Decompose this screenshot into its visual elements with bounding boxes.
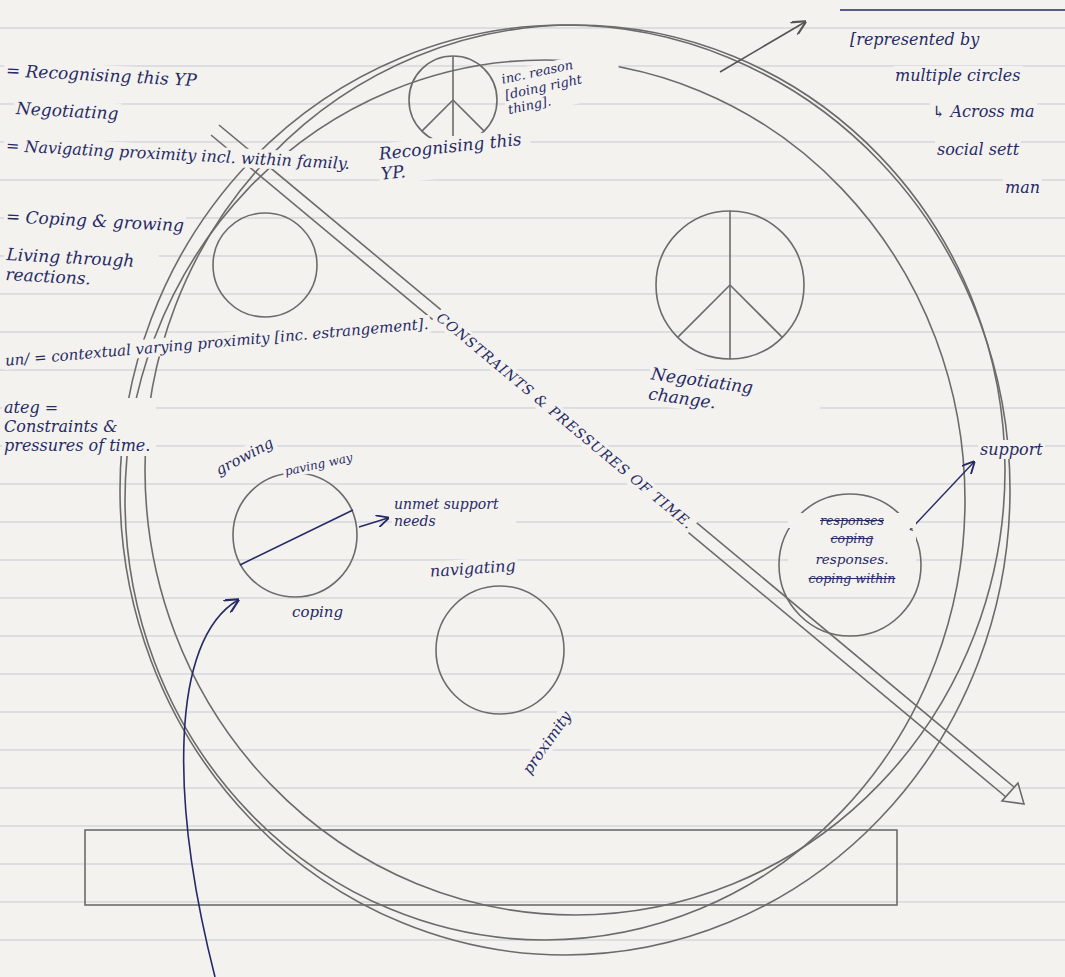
circle-outline: [436, 586, 564, 714]
note: un/ = contextual varying proximity [inc.…: [2, 315, 431, 370]
node-text: Negotiating change.: [645, 363, 823, 428]
side-note: man: [1003, 178, 1042, 197]
circle-outline: [232, 472, 358, 598]
empty-circle: [213, 213, 317, 317]
heading-underline: [840, 9, 1065, 11]
circle-outline: [408, 55, 498, 145]
theme-circle: responses coping responses. coping within: [778, 493, 922, 637]
note: = Coping & growing: [3, 206, 186, 236]
paper-ruling: [0, 28, 1065, 940]
theme-circle: navigatingproximity: [435, 585, 565, 715]
theme-circle: Recognising this YP.inc. reason [doing r…: [408, 55, 498, 145]
divider-line: [240, 510, 353, 565]
circle-outline: [655, 210, 805, 360]
note: Negotiating: [13, 98, 120, 124]
node-text: responses: [788, 513, 916, 528]
node-text: coping: [290, 603, 345, 621]
node-text: Recognising this YP.: [376, 128, 533, 185]
time-arrow: [211, 125, 1024, 804]
node-text: coping within: [788, 571, 916, 586]
pointer-arrow: [720, 22, 805, 72]
peace-symbol: [422, 100, 453, 131]
note: = Navigating proximity incl. within fami…: [3, 136, 352, 173]
node-text: responses.: [788, 551, 916, 567]
node-text: growing: [211, 433, 278, 480]
circle-outline: [656, 211, 804, 359]
node-text: proximity: [518, 706, 577, 779]
side-note: social sett: [935, 140, 1021, 159]
peace-symbol: [678, 285, 730, 337]
theme-circle: Negotiating change.: [655, 210, 805, 360]
leader-arrow: [359, 518, 388, 527]
curved-arrow: [184, 600, 238, 977]
side-note: ↳ Across ma: [930, 102, 1037, 121]
node-text: paving way: [282, 450, 356, 479]
side-note: multiple circles: [893, 66, 1023, 85]
leader-arrow: [910, 462, 974, 530]
annotation: support: [978, 440, 1045, 459]
node-text: inc. reason [doing right thing].: [498, 48, 624, 119]
note: ateg = Constraints & pressures of time.: [2, 398, 156, 456]
side-note: [represented by: [848, 30, 981, 49]
theme-circle: growingpaving waycoping: [232, 472, 358, 598]
circle-outline: [779, 494, 921, 636]
annotation: unmet support needs: [392, 496, 516, 530]
peace-symbol: [730, 285, 782, 337]
circle-outline: [233, 473, 357, 597]
node-text: navigating: [427, 556, 518, 581]
circle-outline: [409, 56, 497, 144]
peace-symbol: [453, 100, 484, 131]
circle-outline: [435, 585, 565, 715]
note: = Recognising this YP: [3, 60, 199, 91]
note: Living through reactions.: [3, 244, 159, 293]
node-text: coping: [788, 531, 916, 546]
bottom-bracket: [85, 830, 897, 905]
